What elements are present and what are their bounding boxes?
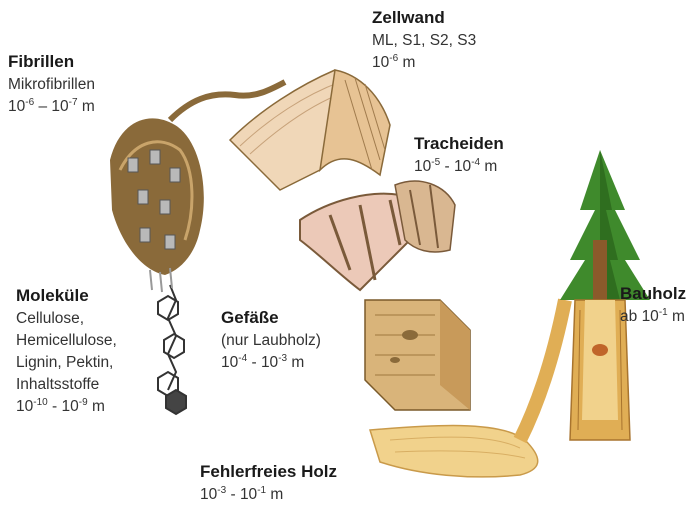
molekuele-line-1: Cellulose,: [16, 308, 117, 330]
label-gefaesse: Gefäße (nur Laubholz) 10-4 - 10-3 m: [221, 306, 321, 374]
vessels-block: [365, 300, 470, 410]
molekuele-title: Moleküle: [16, 284, 117, 308]
label-molekuele: Moleküle Cellulose, Hemicellulose, Ligni…: [16, 284, 117, 418]
bauholz-scale: ab 10-1 m: [620, 306, 686, 328]
label-bauholz: Bauholz ab 10-1 m: [620, 282, 686, 328]
label-tracheiden: Tracheiden 10-5 - 10-4 m: [414, 132, 504, 178]
fibrillen-title: Fibrillen: [8, 50, 95, 74]
label-fehlerfreies-holz: Fehlerfreies Holz 10-3 - 10-1 m: [200, 460, 337, 506]
label-fibrillen: Fibrillen Mikrofibrillen 10-6 – 10-7 m: [8, 50, 95, 118]
fibrillen-subtitle: Mikrofibrillen: [8, 74, 95, 96]
cell-wall: [230, 70, 390, 190]
fehlerfreies-holz-title: Fehlerfreies Holz: [200, 460, 337, 484]
bauholz-title: Bauholz: [620, 282, 686, 306]
molekuele-line-4: Inhaltsstoffe: [16, 374, 117, 396]
molekuele-scale: 10-10 - 10-9 m: [16, 396, 117, 418]
fibrillen-scale: 10-6 – 10-7 m: [8, 96, 95, 118]
tracheiden-scale: 10-5 - 10-4 m: [414, 156, 504, 178]
zellwand-layers: ML, S1, S2, S3: [372, 30, 476, 52]
molekuele-line-3: Lignin, Pektin,: [16, 352, 117, 374]
gefaesse-subtitle: (nur Laubholz): [221, 330, 321, 352]
label-zellwand: Zellwand ML, S1, S2, S3 10-6 m: [372, 6, 476, 74]
tracheiden-title: Tracheiden: [414, 132, 504, 156]
molekuele-line-2: Hemicellulose,: [16, 330, 117, 352]
zellwand-title: Zellwand: [372, 6, 476, 30]
fehlerfreies-holz-scale: 10-3 - 10-1 m: [200, 484, 337, 506]
fibril-bundle: [110, 82, 285, 292]
molecule-chain: [158, 285, 186, 414]
zellwand-scale: 10-6 m: [372, 52, 476, 74]
gefaesse-title: Gefäße: [221, 306, 321, 330]
tracheids: [300, 181, 455, 290]
gefaesse-scale: 10-4 - 10-3 m: [221, 352, 321, 374]
